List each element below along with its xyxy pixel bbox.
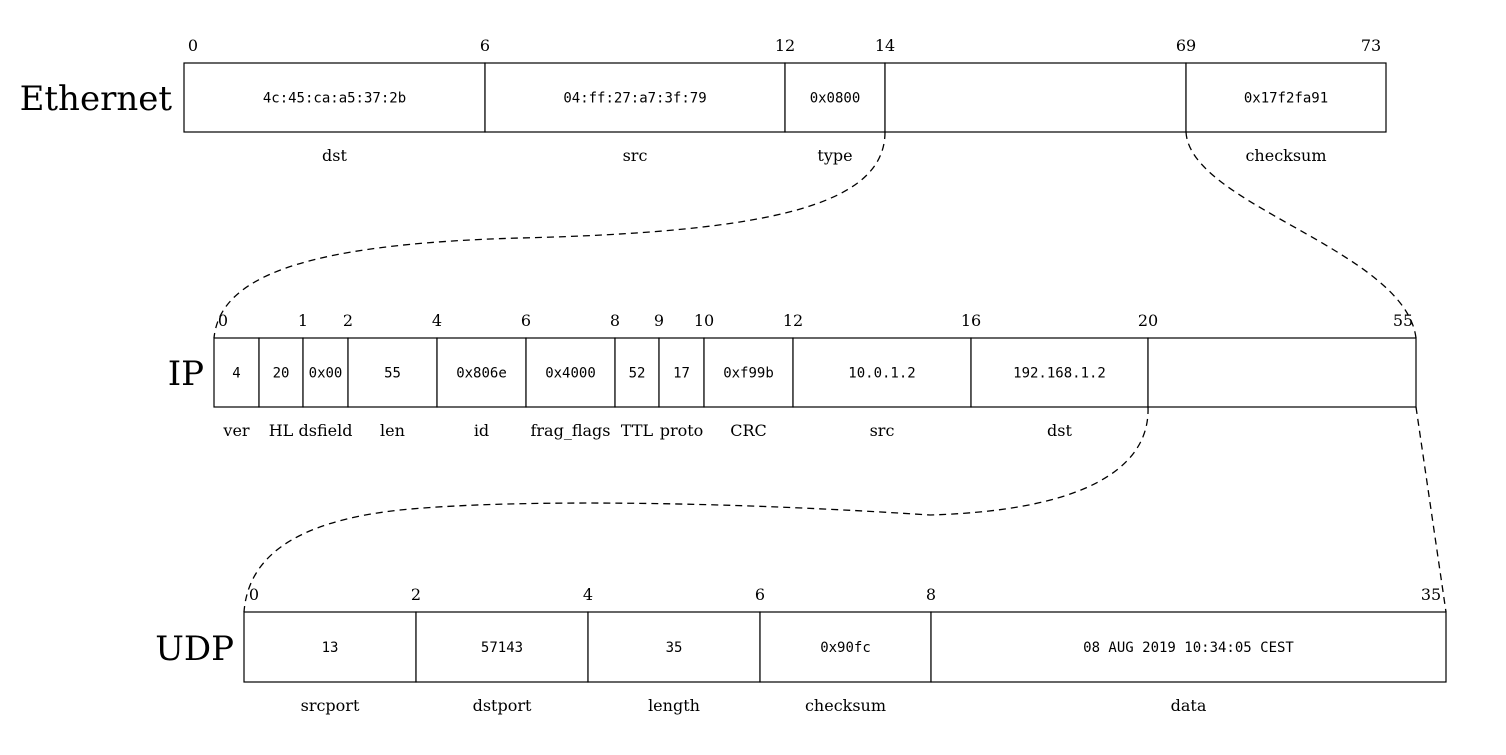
udp-byte-offset: 4 <box>583 585 593 604</box>
ip-field-value: 52 <box>629 366 646 382</box>
ip-field-cell <box>525 337 616 408</box>
ip-field-label: dsfield <box>299 421 353 440</box>
ethernet-byte-offset: 6 <box>480 36 490 55</box>
ip-byte-offset: 12 <box>783 311 803 330</box>
ip-field-cell <box>792 337 972 408</box>
ip-byte-offset: 9 <box>654 311 664 330</box>
ethernet-byte-offset: 12 <box>775 36 795 55</box>
udp-byte-offset: 2 <box>411 585 421 604</box>
ethernet-byte-offset: 69 <box>1176 36 1196 55</box>
connector-ethernet-payload-to-ip-start <box>213 131 886 339</box>
ip-field-cell <box>614 337 660 408</box>
ip-layer-name: IP <box>168 354 204 394</box>
ip-field-value: 20 <box>273 366 290 382</box>
ip-field-cell <box>436 337 527 408</box>
layers-root: Ethernet 4c:45:ca:a5:37:2b dst 04:ff:27:a7:… <box>20 36 1447 715</box>
udp-field-label: length <box>648 696 700 715</box>
ethernet-field-label: type <box>817 146 852 165</box>
ip-field-label: len <box>380 421 405 440</box>
ip-field-cell <box>703 337 794 408</box>
ip-field-label: dst <box>1047 421 1072 440</box>
ethernet-byte-offset: 0 <box>188 36 198 55</box>
ip-field-value: 55 <box>384 366 401 382</box>
ip-field-label: ver <box>222 421 250 440</box>
ip-field-cell <box>258 337 304 408</box>
udp-field-value: 57143 <box>481 640 523 656</box>
ip-field-value: 17 <box>673 366 690 382</box>
ethernet-field-cell <box>484 62 786 133</box>
udp-field-value: 0x90fc <box>820 640 871 656</box>
ethernet-layer-name: Ethernet <box>20 79 173 119</box>
ip-field-value: 0x4000 <box>545 366 596 382</box>
ip-byte-offset: 10 <box>694 311 714 330</box>
ethernet-field-value: 0x17f2fa91 <box>1244 91 1328 107</box>
connector-ip-end-to-udp-end <box>1415 406 1447 613</box>
ethernet-field-cell <box>784 62 886 133</box>
ip-byte-offset: 1 <box>298 311 308 330</box>
ip-field-label: frag_flags <box>530 421 610 440</box>
udp-byte-offset: 35 <box>1421 585 1441 604</box>
ip-field-value: 0x00 <box>309 366 343 382</box>
udp-layer: UDP 13 srcport 57143 dstport 35 length 0x90fc ch… <box>155 585 1447 715</box>
ip-byte-offset: 55 <box>1393 311 1413 330</box>
udp-field-value: 13 <box>322 640 339 656</box>
connector-ethernet-checksum-to-ip-end <box>1185 131 1417 339</box>
udp-field-cell <box>243 611 417 683</box>
udp-field-label: srcport <box>301 696 360 715</box>
ethernet-field-cell <box>1185 62 1387 133</box>
udp-field-cell <box>587 611 761 683</box>
udp-field-label: checksum <box>805 696 886 715</box>
ip-field-value: 0xf99b <box>723 366 774 382</box>
udp-field-cell <box>930 611 1447 683</box>
ethernet-byte-offset: 14 <box>875 36 895 55</box>
ethernet-field-label: dst <box>322 146 347 165</box>
ethernet-field-cell <box>884 62 1187 133</box>
udp-field-value: 08 AUG 2019 10:34:05 CEST <box>1083 640 1294 656</box>
udp-byte-offset: 0 <box>249 585 259 604</box>
udp-field-cell <box>415 611 589 683</box>
udp-byte-offset: 6 <box>755 585 765 604</box>
ip-field-label: proto <box>660 421 704 440</box>
ethernet-byte-offset: 73 <box>1361 36 1381 55</box>
ip-byte-offset: 8 <box>610 311 620 330</box>
udp-field-value: 35 <box>666 640 683 656</box>
ip-byte-offset: 2 <box>343 311 353 330</box>
ip-byte-offset: 4 <box>432 311 442 330</box>
ethernet-field-label: src <box>623 146 648 165</box>
ip-byte-offset: 6 <box>521 311 531 330</box>
ip-field-label: CRC <box>730 421 767 440</box>
ip-field-value: 10.0.1.2 <box>848 366 915 382</box>
ip-byte-offset: 20 <box>1138 311 1158 330</box>
ethernet-field-cell <box>183 62 486 133</box>
ethernet-field-value: 4c:45:ca:a5:37:2b <box>263 91 406 107</box>
ethernet-layer: Ethernet 4c:45:ca:a5:37:2b dst 04:ff:27:a7:… <box>20 36 1387 165</box>
ip-field-value: 192.168.1.2 <box>1013 366 1106 382</box>
udp-field-label: dstport <box>473 696 532 715</box>
connector-ip-payload-to-udp-start <box>243 406 1149 613</box>
ethernet-field-value: 04:ff:27:a7:3f:79 <box>563 91 706 107</box>
udp-field-label: data <box>1171 696 1207 715</box>
udp-layer-name: UDP <box>155 629 234 669</box>
ip-field-cell <box>970 337 1149 408</box>
ip-field-label: src <box>870 421 895 440</box>
ip-byte-offset: 0 <box>218 311 228 330</box>
udp-field-cell <box>759 611 932 683</box>
ip-field-label: id <box>474 421 489 440</box>
ethernet-field-value: 0x0800 <box>810 91 861 107</box>
ip-field-value: 4 <box>232 366 240 382</box>
ethernet-field-label: checksum <box>1245 146 1326 165</box>
udp-byte-offset: 8 <box>926 585 936 604</box>
ip-field-label: TTL <box>621 421 654 440</box>
ip-field-value: 0x806e <box>456 366 507 382</box>
ip-field-cell <box>1147 337 1417 408</box>
ip-byte-offset: 16 <box>961 311 981 330</box>
ip-field-label: HL <box>269 421 294 440</box>
